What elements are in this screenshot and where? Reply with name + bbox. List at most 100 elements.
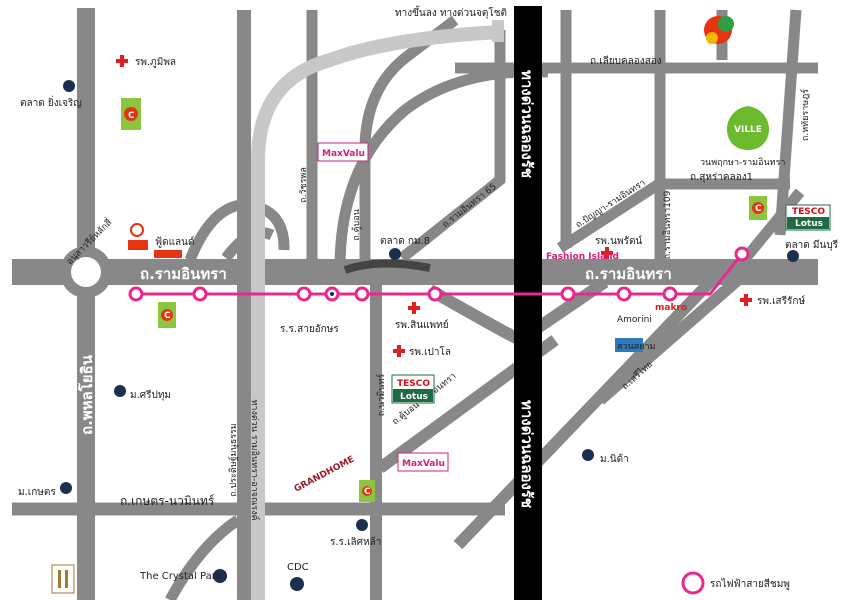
fashion-island-logo: Fashion Island	[546, 252, 619, 262]
svg-text:MaxValu: MaxValu	[402, 459, 445, 469]
label-khubon: ถ.คู้บอน	[351, 209, 362, 241]
svg-text:Lotus: Lotus	[400, 392, 428, 402]
svg-text:GRANDHOME: GRANDHOME	[293, 455, 356, 495]
svg-text:รพ.ภูมิพล: รพ.ภูมิพล	[135, 57, 176, 68]
label-hathai-rat: ถ.หทัยราษฎร์	[799, 89, 811, 141]
label-pradit-manutham: ถ.ประดิษฐ์มนูธรรม	[227, 423, 239, 497]
label-ram-inthra-109: ถ.รามอินทรา109	[662, 190, 673, 259]
svg-text:ร.ร.เลิศหล้า: ร.ร.เลิศหล้า	[330, 536, 381, 548]
hospital-serirak: รพ.เสรีรักษ์	[740, 294, 805, 307]
svg-text:Lotus: Lotus	[795, 219, 823, 229]
svg-text:VILLE: VILLE	[734, 125, 762, 135]
label-watcharaphon: ถ.วัชรพล	[299, 167, 309, 203]
expressway-label-bottom: ทางด่วนฉลองรัช	[518, 400, 536, 508]
roundabout-lak-si	[60, 246, 112, 298]
road-hathai-rat	[774, 9, 802, 236]
crystal-park-logo	[51, 564, 75, 594]
pink-station	[128, 286, 144, 302]
svg-text:TESCO: TESCO	[397, 379, 430, 389]
toll-ramp-chatuchot	[251, 25, 501, 600]
tesco-lotus-logo-nawamin: TESCO Lotus	[391, 374, 435, 404]
label-kanchanaphisek: ทางด่วน รามอินทรา-อาจณรงค์	[249, 399, 261, 520]
svg-text:ตลาด ยิ่งเจริญ: ตลาด ยิ่งเจริญ	[20, 95, 82, 109]
landmark-km8: ตลาด กม.8	[380, 236, 430, 260]
road-kaset-curve	[165, 515, 242, 600]
hospital-noppharat: รพ.นพรัตน์	[595, 235, 642, 259]
pink-station	[354, 286, 370, 302]
svg-text:TESCO: TESCO	[792, 207, 825, 217]
legend-pink-station-icon	[681, 571, 705, 595]
svg-text:The Crystal Park: The Crystal Park	[139, 571, 222, 582]
svg-text:C: C	[755, 204, 762, 214]
svg-text:วนพฤกษา-รามอินทรา: วนพฤกษา-รามอินทรา	[700, 157, 785, 168]
emblem-logo	[704, 16, 734, 44]
svg-text:makro: makro	[655, 303, 687, 313]
svg-text:ร.ร.สายอักษร: ร.ร.สายอักษร	[280, 324, 339, 335]
makro-logo: makro	[655, 303, 687, 313]
road-interchange-loop-west	[184, 199, 290, 263]
pink-station	[616, 286, 632, 302]
landmark-kasetsart: ม.เกษตร	[18, 482, 72, 498]
legend: รถไฟฟ้าสายสีชมพู	[681, 571, 790, 595]
svg-text:รพ.นพรัตน์: รพ.นพรัตน์	[595, 235, 642, 247]
label-ram-inthra-west: ถ.รามอินทรา	[140, 265, 227, 283]
pink-station	[560, 286, 576, 302]
svg-text:ตลาด กม.8: ตลาด กม.8	[380, 236, 430, 247]
svg-text:C: C	[364, 487, 371, 497]
maxvalu-logo-north: MaxValu	[317, 142, 369, 162]
hospital-bhumibol: รพ.ภูมิพล	[116, 55, 176, 68]
svg-text:ม.ศรีปทุม: ม.ศรีปทุม	[130, 389, 171, 401]
bigc-logo-north: C	[121, 98, 141, 130]
svg-text:C: C	[164, 311, 171, 321]
svg-text:Amorini: Amorini	[617, 315, 652, 325]
ville-location-pin: VILLE วนพฤกษา-รามอินทรา	[700, 106, 785, 168]
svg-text:C: C	[128, 111, 135, 121]
bigc-logo-ram-inthra: C	[158, 302, 176, 328]
central-logo	[128, 223, 182, 258]
bigc-logo-nawamin: C	[359, 480, 375, 502]
label-phahon-yothin: ถ.พหลโยธิน	[77, 354, 96, 435]
expressway-bar	[514, 6, 542, 600]
label-suhawat-khlong1: ถ.สุหร่าคลอง1	[690, 172, 753, 183]
amorini-logo: Amorini	[617, 315, 652, 325]
label-kaset-nawamin: ถ.เกษตร-นวมินทร์	[120, 494, 215, 508]
interchange-shadow	[343, 259, 431, 274]
landmark-nida: ม.นิด้า	[582, 449, 629, 465]
svg-text:รพ.เสรีรักษ์: รพ.เสรีรักษ์	[757, 295, 805, 307]
road-loop-curve	[334, 66, 549, 269]
expressway-label-top: ทางด่วนฉลองรัช	[518, 70, 536, 178]
label-ram-inthra-east: ถ.รามอินทรา	[585, 265, 672, 283]
label-chatuchot-toll: ทางขึ้นลง ทางด่วนจตุโชติ	[395, 5, 507, 19]
landmark-sripatum: ม.ศรีปทุม	[114, 385, 171, 401]
legend-pink-line-label: รถไฟฟ้าสายสีชมพู	[710, 578, 790, 590]
svg-text:Fashion Island: Fashion Island	[546, 252, 619, 262]
hospital-synphaet: รพ.สินแพทย์	[395, 302, 449, 331]
landmark-cdc: CDC	[287, 562, 309, 591]
road-diagonal-south	[453, 275, 717, 550]
pink-line	[128, 246, 750, 302]
landmark-sai-aksorn: ร.ร.สายอักษร	[280, 292, 339, 335]
road-panya-ram-inthra	[557, 175, 668, 253]
svg-text:CDC: CDC	[287, 562, 309, 573]
landmark-ying-charoen: ตลาด ยิ่งเจริญ	[20, 80, 82, 109]
toll-ramp-end	[492, 20, 504, 42]
landmark-min-buri: ตลาด มีนบุรี	[785, 239, 839, 262]
svg-text:ม.เกษตร: ม.เกษตร	[18, 487, 56, 498]
label-food-land: ฟู้ดแลนด์	[155, 236, 194, 248]
road-min-buri-branch	[735, 188, 805, 269]
bigc-logo-min-buri: C	[749, 196, 767, 220]
svg-text:สวนสยาม: สวนสยาม	[617, 342, 656, 352]
label-ram-inthra-65: ถ.รามอินทรา 65	[440, 181, 499, 230]
pink-station	[296, 286, 312, 302]
grandhome-logo: GRANDHOME	[293, 455, 356, 495]
pink-station	[427, 286, 443, 302]
landmark-crystal-park: The Crystal Park	[139, 569, 227, 583]
label-liab-khlong-song: ถ.เลียบคลองสอง	[590, 55, 662, 67]
pink-station	[192, 286, 208, 302]
pink-station	[662, 286, 678, 302]
suan-siam-logo: สวนสยาม	[615, 338, 656, 352]
tesco-lotus-logo-min-buri: TESCO Lotus	[785, 204, 831, 231]
svg-text:รพ.สินแพทย์: รพ.สินแพทย์	[395, 319, 449, 331]
road-ram-inthra-65	[398, 30, 506, 263]
